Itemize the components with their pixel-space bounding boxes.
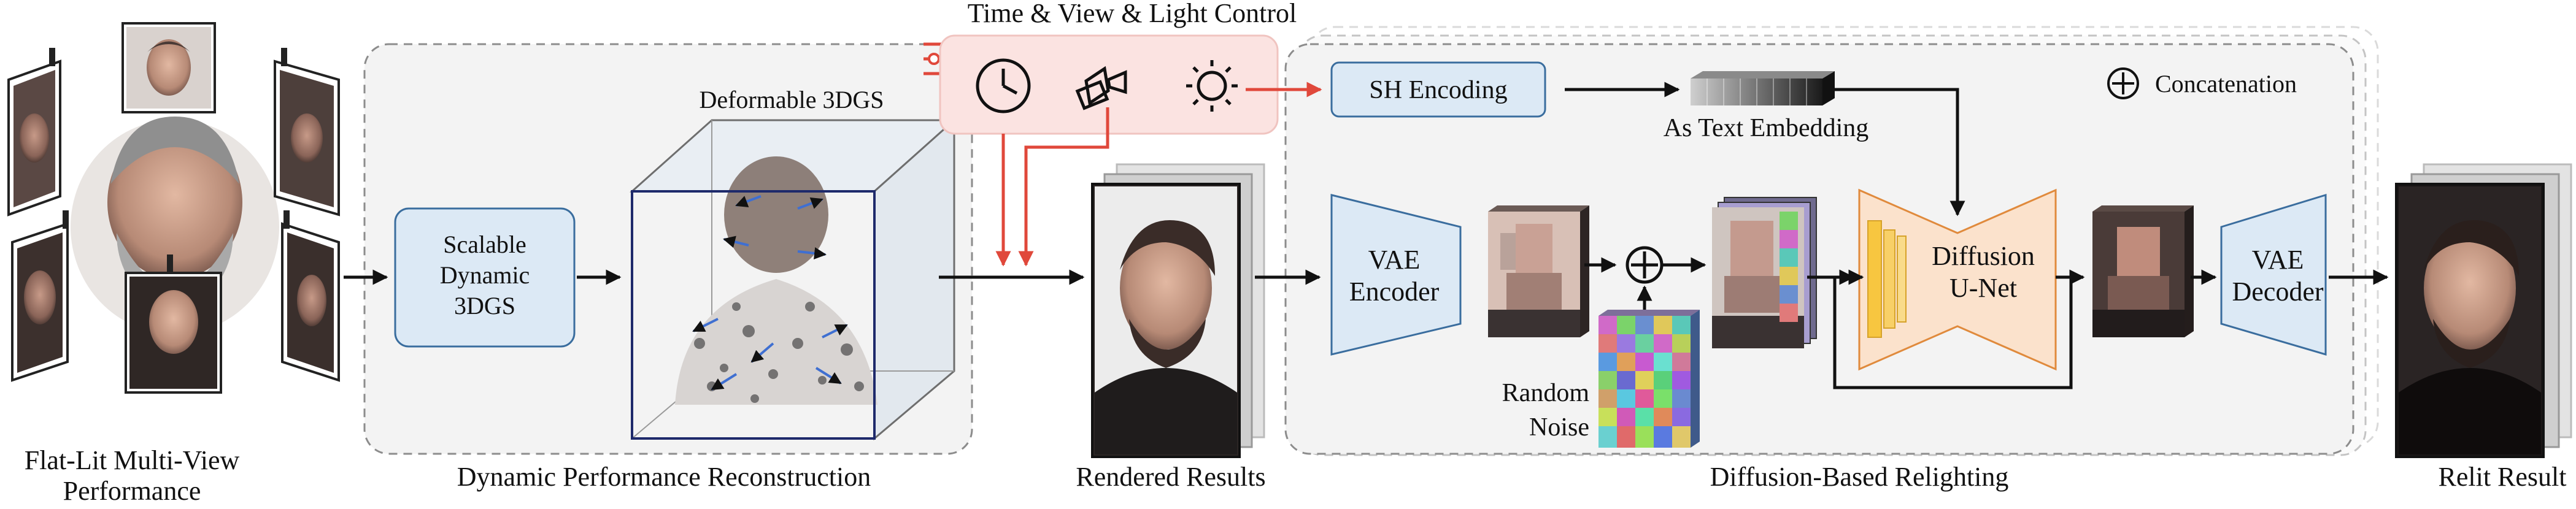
sh-encoding-box: [1330, 61, 1546, 118]
vae-encoder-block: [1330, 194, 1462, 356]
diffusion-title: Diffusion-Based Relighting: [1710, 462, 2009, 492]
arrow-embedding-to-unet: [1835, 88, 1965, 216]
concat-plus-icon: [1625, 246, 1664, 284]
camera-icon: [1075, 66, 1127, 110]
unet-line1: Diffusion: [1932, 241, 2035, 271]
sun-icon: [1186, 60, 1238, 112]
clock-icon: [976, 58, 1031, 113]
vae-decoder-block: [2220, 193, 2327, 356]
sh-encoding-label: SH Encoding: [1369, 76, 1507, 104]
diffusion-panel: [1284, 43, 2354, 455]
relit-label: Relit Result: [2439, 462, 2567, 492]
control-title: Time & View & Light Control: [968, 0, 1297, 28]
plus-circle-icon: [2107, 67, 2139, 99]
scalable-dynamic-3dgs-box: [394, 207, 576, 348]
multi-view-input: [7, 22, 340, 394]
text-embedding-strip: [1691, 71, 1835, 105]
random-noise-line1: Random: [1502, 379, 1590, 407]
scalable-line3: 3DGS: [454, 292, 515, 320]
concatenation-label: Concatenation: [2155, 70, 2297, 98]
unet-line2: U-Net: [1949, 273, 2017, 303]
scalable-line1: Scalable: [443, 231, 526, 258]
rendered-results-image: [1091, 163, 1265, 458]
output-latent: [2092, 205, 2194, 337]
diffusion-unet-block: [1858, 188, 2057, 371]
vae-encoder-line2: Encoder: [1349, 277, 1440, 307]
concatenated-latent: [1712, 197, 1817, 348]
vae-encoder-line1: VAE: [1368, 245, 1421, 275]
input-label-line2: Performance: [63, 476, 201, 506]
input-label-line1: Flat-Lit Multi-View: [25, 445, 240, 475]
rendered-label: Rendered Results: [1076, 462, 1265, 492]
deformable-title: Deformable 3DGS: [699, 86, 884, 113]
arrow-denoise-loop: [1833, 269, 2073, 389]
text-embedding-label: As Text Embedding: [1664, 114, 1869, 142]
vae-decoder-line1: VAE: [2252, 245, 2304, 275]
arrow-view-to-render: [1018, 107, 1109, 267]
encoded-latent: [1488, 205, 1589, 337]
deformable-3dgs-cube: [630, 118, 957, 441]
reconstruction-title: Dynamic Performance Reconstruction: [457, 462, 871, 492]
random-noise-line2: Noise: [1529, 413, 1589, 442]
vae-decoder-line2: Decoder: [2232, 277, 2323, 307]
relit-result-image: [2395, 163, 2572, 458]
scalable-line2: Dynamic: [440, 261, 530, 289]
random-noise-tile: [1598, 310, 1700, 448]
